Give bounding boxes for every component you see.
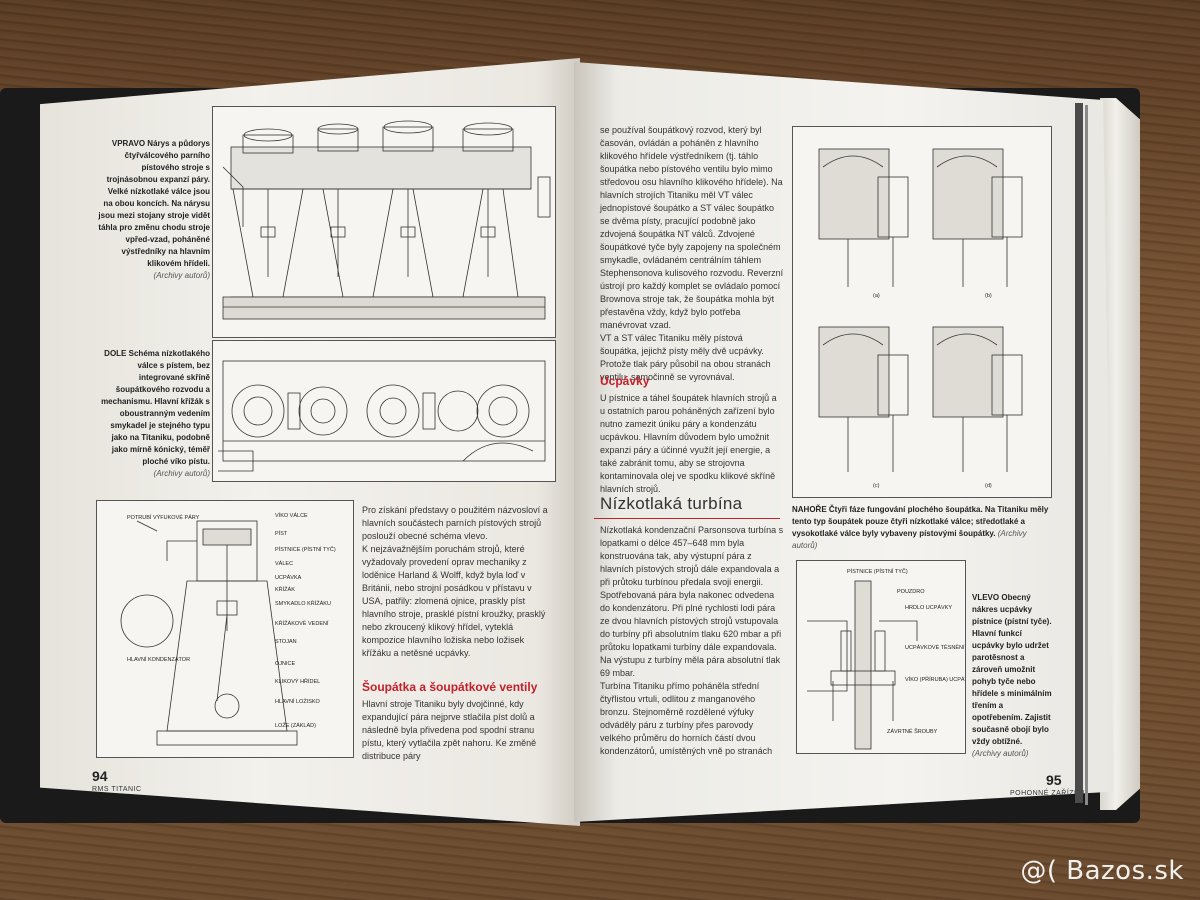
label-crankshaft: KLIKOVÝ HŘÍDEL: [275, 677, 320, 685]
label-main-bearing: HLAVNÍ LOŽISKO: [275, 697, 321, 705]
heading-underline: [594, 518, 780, 519]
gland-label-cover: VÍKO (PŘÍRUBA) UCPÁVKY: [905, 675, 965, 683]
caption-text: Obecný nákres ucpávky pístnice (pístní t…: [972, 593, 1052, 746]
caption-credit: (Archivy autorů): [153, 469, 210, 478]
engine-plan-drawing: [218, 360, 546, 472]
glands-text: U pístnice a táhel šoupátek hlavních str…: [600, 393, 777, 494]
caption-lead: VLEVO: [972, 593, 1000, 602]
section-footer-right: POHONNÉ ZAŘÍZENÍ: [1010, 790, 1088, 797]
engine-plan-figure: [212, 340, 556, 482]
caption-lead: VPRAVO: [111, 139, 146, 148]
section-heading-lp-turbine: Nízkotlaká turbína: [600, 494, 743, 513]
label-crosshead: KŘÍŽÁK: [275, 585, 295, 593]
gland-label-rod: PÍSTNICE (PÍSTNÍ TYČ): [847, 568, 908, 575]
phase-label-a: (a): [873, 293, 880, 299]
right-page: se používal šoupátkový rozvod, který byl…: [574, 62, 1114, 822]
label-cylinder: VÁLEC: [275, 560, 293, 567]
page-edge-line: [1085, 105, 1088, 805]
left-body-text: Pro získání představy o použitém názvosl…: [362, 505, 548, 658]
caption-bottom-left: DOLE Schéma nízkotlakého válce s pístem,…: [98, 348, 210, 480]
phase-label-b: (b): [985, 293, 992, 299]
caption-top-right: NAHOŘE Čtyři fáze fungování plochého šou…: [792, 504, 1050, 552]
caption-top-left: VPRAVO Nárys a půdorys čtyřválcového par…: [98, 138, 210, 282]
page-number-left: 94: [92, 768, 108, 784]
section-heading-slide-valves: Šoupátka a šoupátkové ventily: [362, 680, 538, 694]
caption-credit: (Archivy autorů): [972, 749, 1029, 758]
left-section-text: Hlavní stroje Titaniku byly dvojčinné, k…: [362, 699, 537, 761]
gland-label-neck: HRDLO UCPÁVKY: [905, 604, 952, 611]
label-bedplate: LOŽE (ZÁKLAD): [275, 721, 316, 729]
caption-text: Schéma nízkotlakého válce s pístem, bez …: [101, 349, 210, 466]
engine-schema-figure: POTRUBÍ VÝFUKOVÉ PÁRY HLAVNÍ KONDENZÁTOR…: [96, 500, 354, 758]
turbine-text: Nízkotlaká kondenzační Parsonsova turbín…: [600, 525, 784, 756]
section-footer-left: RMS TITANIC: [92, 786, 142, 793]
schema-part-labels: VÍKO VÁLCE PÍST PÍSTNICE (PÍSTNÍ TYČ) VÁ…: [275, 512, 336, 729]
phase-label-d: (d): [985, 483, 992, 489]
phase-d: [932, 326, 1023, 472]
gland-labels: PÍSTNICE (PÍSTNÍ TYČ) POUZDRO HRDLO UCPÁ…: [847, 568, 976, 735]
gland-figure: PÍSTNICE (PÍSTNÍ TYČ) POUZDRO HRDLO UCPÁ…: [796, 560, 976, 754]
label-condenser: HLAVNÍ KONDENZÁTOR: [127, 656, 190, 663]
slide-valve-phases-drawing: (a) (b) (c) (d): [818, 148, 1023, 489]
label-frame: STOJAN: [275, 639, 297, 645]
label-exhaust-pipe: POTRUBÍ VÝFUKOVÉ PÁRY: [127, 514, 200, 521]
phase-b: [932, 148, 1023, 287]
label-gland: UCPÁVKA: [275, 574, 302, 581]
caption-side-right: VLEVO Obecný nákres ucpávky pístnice (pí…: [972, 592, 1054, 760]
section-heading-glands: Ucpávky: [600, 374, 650, 388]
gland-label-bush: POUZDRO: [897, 589, 925, 595]
left-page: VPRAVO Nárys a půdorys čtyřválcového par…: [40, 58, 580, 826]
engine-elevation-figure: [212, 106, 556, 338]
caption-credit: (Archivy autorů): [153, 271, 210, 280]
schema-side-labels: POTRUBÍ VÝFUKOVÉ PÁRY HLAVNÍ KONDENZÁTOR: [127, 514, 200, 663]
caption-lead: NAHOŘE: [792, 505, 827, 514]
slide-valve-phases-figure: (a) (b) (c) (d): [792, 126, 1052, 498]
caption-lead: DOLE: [104, 349, 127, 358]
label-connecting-rod: OJNICE: [275, 661, 296, 667]
page-number-right: 95: [1046, 772, 1062, 788]
right-col1-text: se používal šoupátkový rozvod, který byl…: [600, 125, 784, 382]
label-cylinder-cover: VÍKO VÁLCE: [275, 512, 308, 519]
label-crosshead-guide: KŘÍŽÁKOVÉ VEDENÍ: [275, 619, 329, 627]
label-crosshead-slipper: SMYKADLO KŘÍŽÁKU: [275, 599, 331, 607]
label-piston-rod: PÍSTNICE (PÍSTNÍ TYČ): [275, 546, 336, 553]
engine-elevation-drawing: [222, 120, 551, 320]
gland-label-studs: ZÁVRTNÉ ŠROUBY: [887, 728, 938, 735]
phase-label-c: (c): [873, 483, 880, 489]
phase-a: [818, 148, 909, 287]
gland-label-packing: UCPÁVKOVÉ TĚSNĚNÍ: [905, 643, 965, 651]
engine-schema-drawing: POTRUBÍ VÝFUKOVÉ PÁRY HLAVNÍ KONDENZÁTOR…: [120, 512, 336, 746]
phase-c: [818, 326, 909, 472]
watermark: @( Bazos.sk: [1020, 856, 1184, 886]
label-piston: PÍST: [275, 530, 288, 537]
page-edge-dark-band: [1075, 102, 1083, 804]
gland-drawing: PÍSTNICE (PÍSTNÍ TYČ) POUZDRO HRDLO UCPÁ…: [807, 568, 976, 750]
caption-text: Nárys a půdorys čtyřválcového parního pí…: [98, 139, 210, 268]
caption-credit: (Archivy autorů): [792, 529, 1027, 550]
caption-text: Čtyři fáze fungování plochého šoupátka. …: [792, 505, 1049, 538]
